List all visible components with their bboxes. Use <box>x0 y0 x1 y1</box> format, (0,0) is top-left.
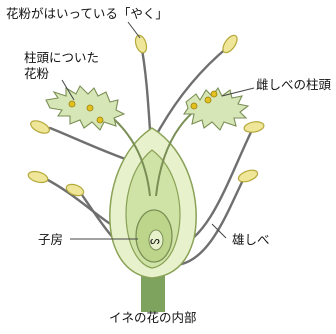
pollen-icon <box>211 91 217 97</box>
pollen-icon <box>205 97 211 103</box>
anther-icon <box>29 118 51 136</box>
label-stigma-pollen-line2: 花粉 <box>24 66 50 81</box>
anther-icon <box>220 33 240 55</box>
pollen-icon <box>191 103 197 109</box>
pollen-icon <box>69 101 75 107</box>
anther-icon <box>243 120 264 133</box>
caption: イネの花の内部 <box>109 310 197 325</box>
stigma-left <box>46 86 124 130</box>
label-stamen: 雄しべ <box>232 232 270 247</box>
label-stigma-pollen-line1: 柱頭についた <box>24 50 99 65</box>
anther-icon <box>27 170 49 185</box>
pollen-icon <box>87 105 93 111</box>
label-pistil-stigma: 雌しべの柱頭 <box>256 77 332 92</box>
filament-top <box>141 44 150 130</box>
label-ovary: 子房 <box>38 232 63 247</box>
leader-anther <box>128 22 140 38</box>
ovule-mark: ᔕ <box>150 234 160 247</box>
stem <box>141 276 165 312</box>
anther-icon <box>133 34 148 54</box>
label-anther: 花粉がはいっている「やく」 <box>6 6 168 21</box>
filament-left-upper <box>50 128 128 160</box>
anther-icon <box>237 168 259 184</box>
pollen-icon <box>97 117 103 123</box>
